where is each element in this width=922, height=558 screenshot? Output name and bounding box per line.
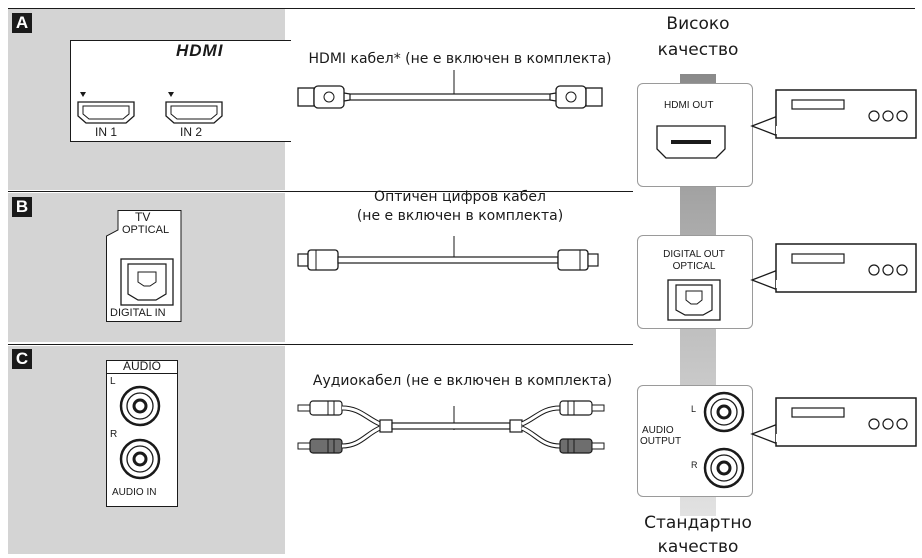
player-audio-right-jack-icon [703, 447, 745, 489]
tv-audio-in-label: AUDIO IN [112, 487, 157, 498]
quality-standard-line2: качество [657, 537, 739, 557]
optical-cable-label-line2: (не е включен в комплекта) [356, 208, 564, 224]
optical-cable-label-line1: Оптичен цифров кабел [374, 189, 546, 205]
separator-top [8, 8, 915, 9]
hdmi-port-in1-icon [77, 92, 135, 124]
player-optical-port-icon [667, 279, 721, 321]
bluray-player-a-icon [750, 89, 917, 139]
tv-audio-left-jack-icon [119, 385, 161, 427]
tv-port-in2-label: IN 2 [180, 125, 203, 139]
tv-audio-right-jack-icon [119, 438, 161, 480]
tv-optical-tv-label: TV [135, 210, 151, 224]
player-audio-left-jack-icon [703, 391, 745, 433]
section-badge-b: B [12, 197, 32, 217]
quality-high-line1: Високо [666, 14, 730, 34]
player-hdmi-out-label: HDMI OUT [664, 100, 714, 111]
tv-audio-right-label: R [110, 429, 118, 440]
hdmi-cable-label: HDMI кабел* (не е включен в комплекта) [308, 51, 612, 67]
quality-standard-line1: Стандартно [644, 513, 752, 533]
tv-optical-sublabel: OPTICAL [122, 224, 170, 236]
tv-optical-port-icon [120, 258, 174, 306]
player-optical-label: OPTICAL [672, 261, 716, 272]
player-digital-out-label: DIGITAL OUT [663, 249, 725, 260]
tv-audio-label: AUDIO [122, 359, 161, 373]
hdmi-cable-icon [297, 70, 603, 109]
player-audio-left-label: L [691, 404, 697, 414]
tv-port-in1-label: IN 1 [95, 125, 118, 139]
tv-hdmi-panel [70, 40, 291, 142]
quality-high-line2: качество [657, 40, 739, 60]
tv-audio-left-label: L [110, 376, 116, 387]
audio-cable-label: Аудиокабел (не е включен в комплекта) [312, 373, 613, 389]
hdmi-logo: HDMI [176, 41, 224, 60]
player-audio-output-line1: AUDIO [642, 425, 674, 436]
tv-digital-in-label: DIGITAL IN [110, 307, 166, 319]
bluray-player-c-icon [750, 397, 917, 447]
section-badge-c: C [12, 349, 32, 369]
tv-audio-header-divider [106, 373, 178, 374]
hdmi-port-in2-icon [165, 92, 223, 124]
separator-bc [8, 344, 633, 345]
separator-ab [8, 191, 633, 192]
player-hdmi-port-icon [656, 125, 726, 159]
section-badge-a: A [12, 13, 32, 33]
audio-cable-icon [297, 400, 605, 454]
bluray-player-b-icon [750, 243, 917, 293]
player-audio-output-line2: OUTPUT [640, 436, 682, 447]
player-audio-right-label: R [691, 460, 698, 470]
tv-audio-panel [106, 360, 178, 507]
optical-cable-icon [297, 236, 599, 271]
